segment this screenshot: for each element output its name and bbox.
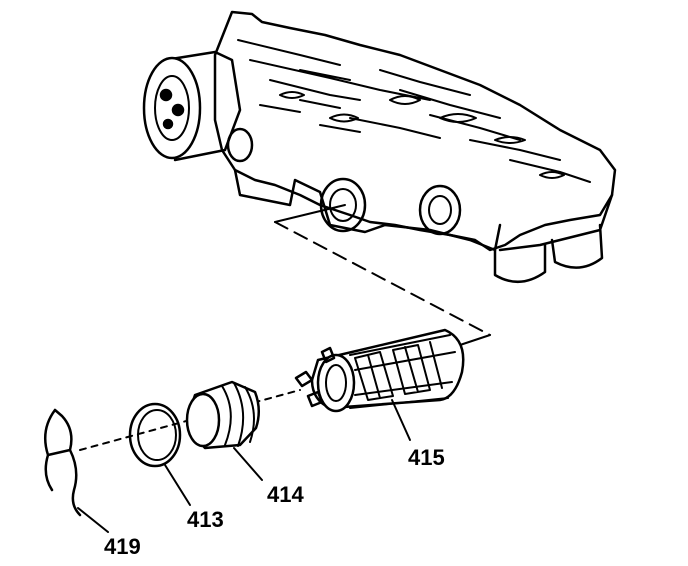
solenoid-pin-2 <box>171 103 185 117</box>
callout-413: 413 <box>187 507 224 532</box>
housing-bore-right <box>418 184 462 236</box>
leader-414 <box>233 447 263 481</box>
plug-grooves <box>221 382 255 447</box>
seal-inner <box>137 409 177 461</box>
valve-body-housing <box>142 10 617 283</box>
housing-slots <box>279 91 565 179</box>
callout-415: 415 <box>408 445 445 470</box>
seal-ring <box>128 402 182 468</box>
valve-spring-cage <box>294 328 465 413</box>
plug-face <box>185 392 221 448</box>
housing-bore-right-inner <box>428 195 452 225</box>
guide-plane-left <box>274 221 491 336</box>
cage-front-ring <box>316 353 356 413</box>
housing-leg-1 <box>493 243 547 283</box>
guide-plane-top <box>274 204 346 223</box>
leader-415 <box>391 399 411 441</box>
leader-419 <box>77 507 109 533</box>
cage-tabs <box>294 346 336 408</box>
solenoid-end-inner <box>154 75 190 141</box>
housing-channels <box>237 39 591 183</box>
plug <box>185 380 260 450</box>
housing-leg-2 <box>550 223 604 269</box>
alignment-guide <box>79 204 491 451</box>
solenoid-pin-1 <box>159 88 173 102</box>
solenoid <box>142 50 242 162</box>
leader-413 <box>164 464 191 506</box>
housing-bore-left <box>319 177 367 233</box>
seal-outer <box>128 402 182 468</box>
callout-414: 414 <box>267 482 304 507</box>
retainer-clip <box>43 408 82 517</box>
callout-419: 419 <box>104 534 141 559</box>
cage-spring-coils <box>354 341 443 401</box>
cage-ribs <box>349 334 456 409</box>
housing-bore-left-inner <box>329 188 357 222</box>
clip-wire <box>43 408 82 517</box>
solenoid-end-cap <box>142 56 202 160</box>
housing-front-face <box>233 168 614 252</box>
solenoid-body <box>163 50 242 162</box>
cage-front-ring-inner <box>325 364 347 402</box>
solenoid-pin-3 <box>162 118 174 130</box>
leader-lines <box>77 399 411 533</box>
